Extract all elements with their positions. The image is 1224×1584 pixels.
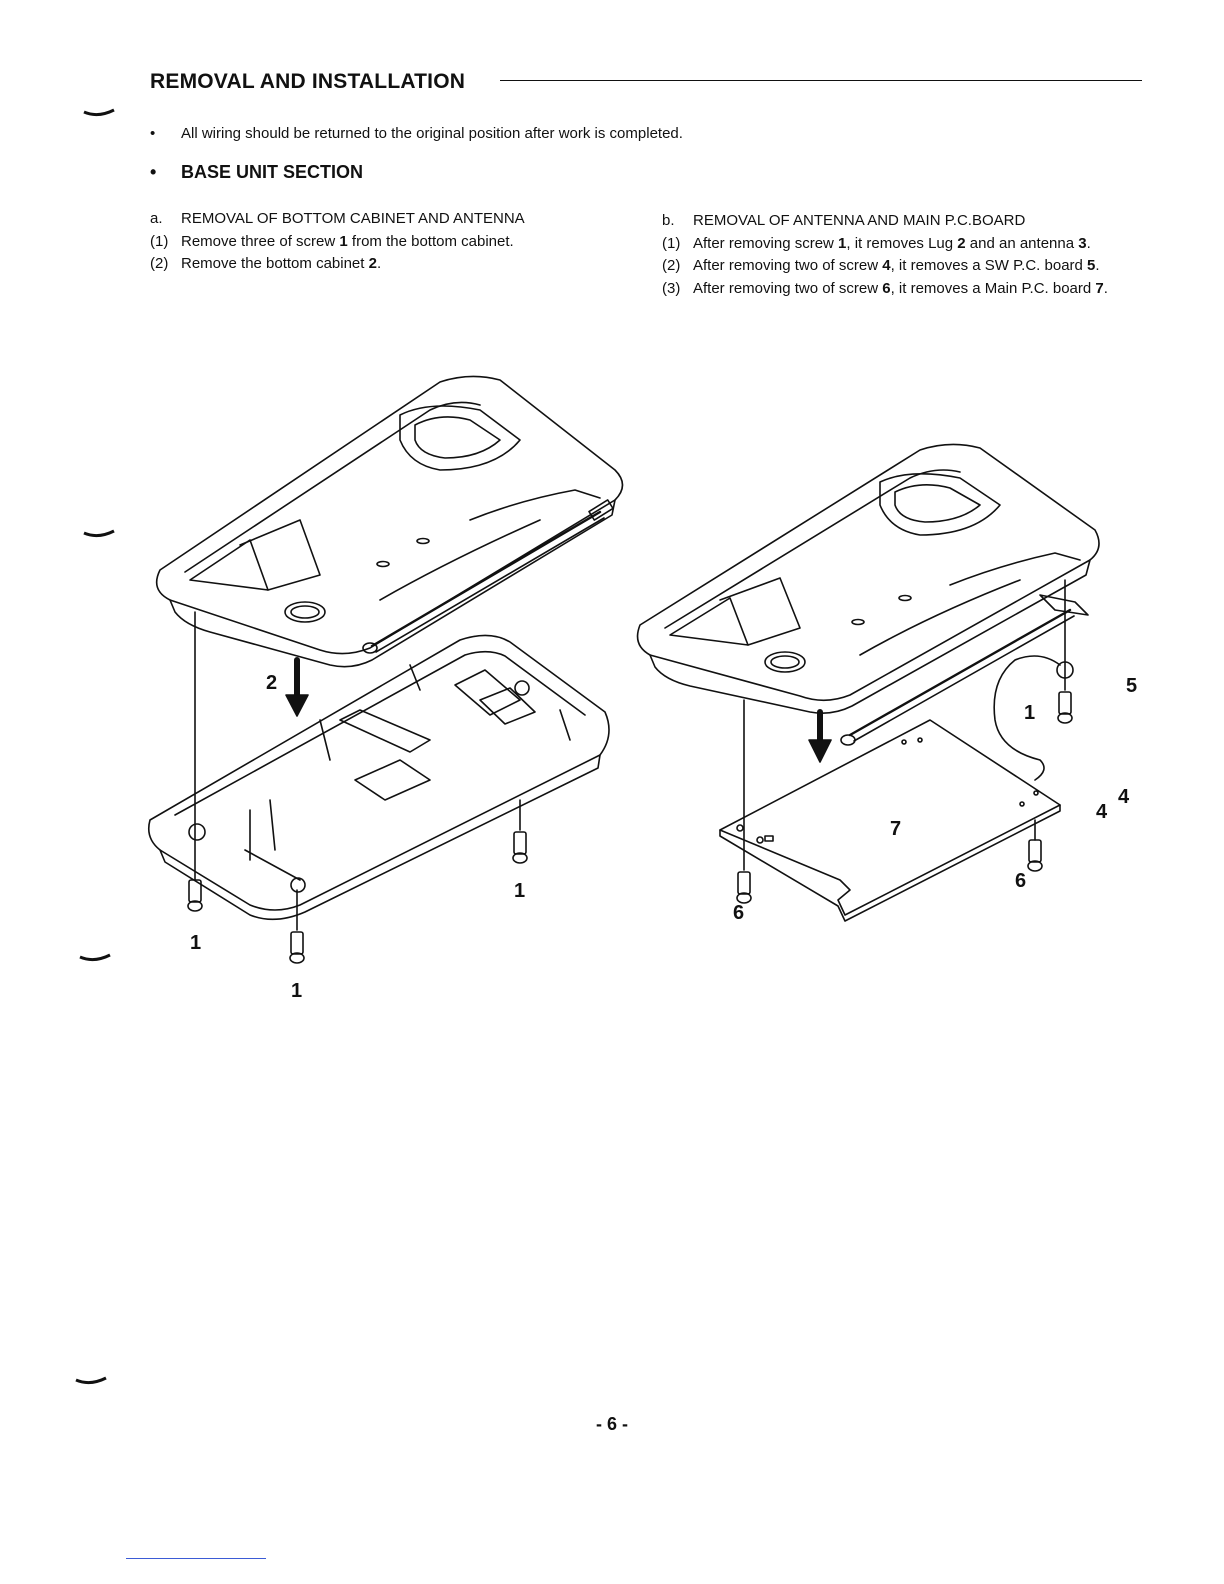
screw-icon	[289, 931, 305, 964]
down-arrow-icon	[285, 657, 309, 717]
bullet: •	[150, 125, 156, 142]
procedure-b-step: (1)After removing screw 1, it removes Lu…	[662, 234, 1091, 252]
main-pc-board-drawing	[719, 719, 1061, 922]
screw-icon	[1027, 839, 1043, 872]
top-cover-drawing-a	[155, 375, 624, 668]
top-cover-drawing-b	[636, 443, 1100, 714]
figure-b-leaders	[743, 579, 1066, 871]
procedure-a-title: a.REMOVAL OF BOTTOM CABINET AND ANTENNA	[150, 210, 525, 227]
bullet: •	[150, 162, 157, 182]
callout-label: 1	[1024, 702, 1036, 724]
callout-label: 6	[1015, 870, 1027, 892]
screw-icon	[736, 871, 752, 904]
procedure-b-title: b.REMOVAL OF ANTENNA AND MAIN P.C.BOARD	[662, 212, 1026, 229]
page-number: - 6 -	[595, 1414, 628, 1434]
bottom-cabinet-drawing	[147, 634, 610, 921]
screw-icon	[512, 831, 528, 864]
procedure-a: a.REMOVAL OF BOTTOM CABINET AND ANTENNA …	[150, 208, 525, 276]
callout-label: 4	[1118, 786, 1130, 808]
procedure-b-step: (2)After removing two of screw 4, it rem…	[662, 257, 1100, 274]
procedure-b: b.REMOVAL OF ANTENNA AND MAIN P.C.BOARD …	[662, 210, 1108, 300]
procedure-b-step: (3)After removing two of screw 6, it rem…	[662, 279, 1108, 297]
callout-label: 4	[1096, 801, 1108, 823]
callout-label: 1	[190, 932, 202, 954]
footer-rule	[126, 1558, 266, 1559]
procedure-a-step: (2)Remove the bottom cabinet 2.	[150, 255, 382, 272]
wiring-note: • All wiring should be returned to the or…	[150, 125, 683, 142]
figure-a-leaders	[194, 611, 521, 931]
callout-label: 5	[1126, 675, 1138, 697]
callout-label: 7	[890, 818, 902, 840]
procedure-a-step: (1)Remove three of screw 1 from the bott…	[150, 232, 514, 250]
callout-label: 1	[291, 980, 303, 1002]
screw-icon	[187, 879, 203, 912]
callout-label: 6	[733, 902, 745, 924]
section-heading: • BASE UNIT SECTION	[150, 162, 363, 183]
antenna-drawing	[840, 594, 1089, 781]
title-rule	[500, 80, 1142, 81]
screw-icon	[1057, 691, 1073, 724]
down-arrow-icon	[808, 709, 832, 763]
section-title: REMOVAL AND INSTALLATION	[150, 70, 466, 93]
callout-label: 2	[266, 672, 278, 694]
callout-label: 1	[514, 880, 526, 902]
wiring-note-text: All wiring should be returned to the ori…	[181, 125, 683, 142]
section-heading-text: BASE UNIT SECTION	[181, 162, 364, 182]
